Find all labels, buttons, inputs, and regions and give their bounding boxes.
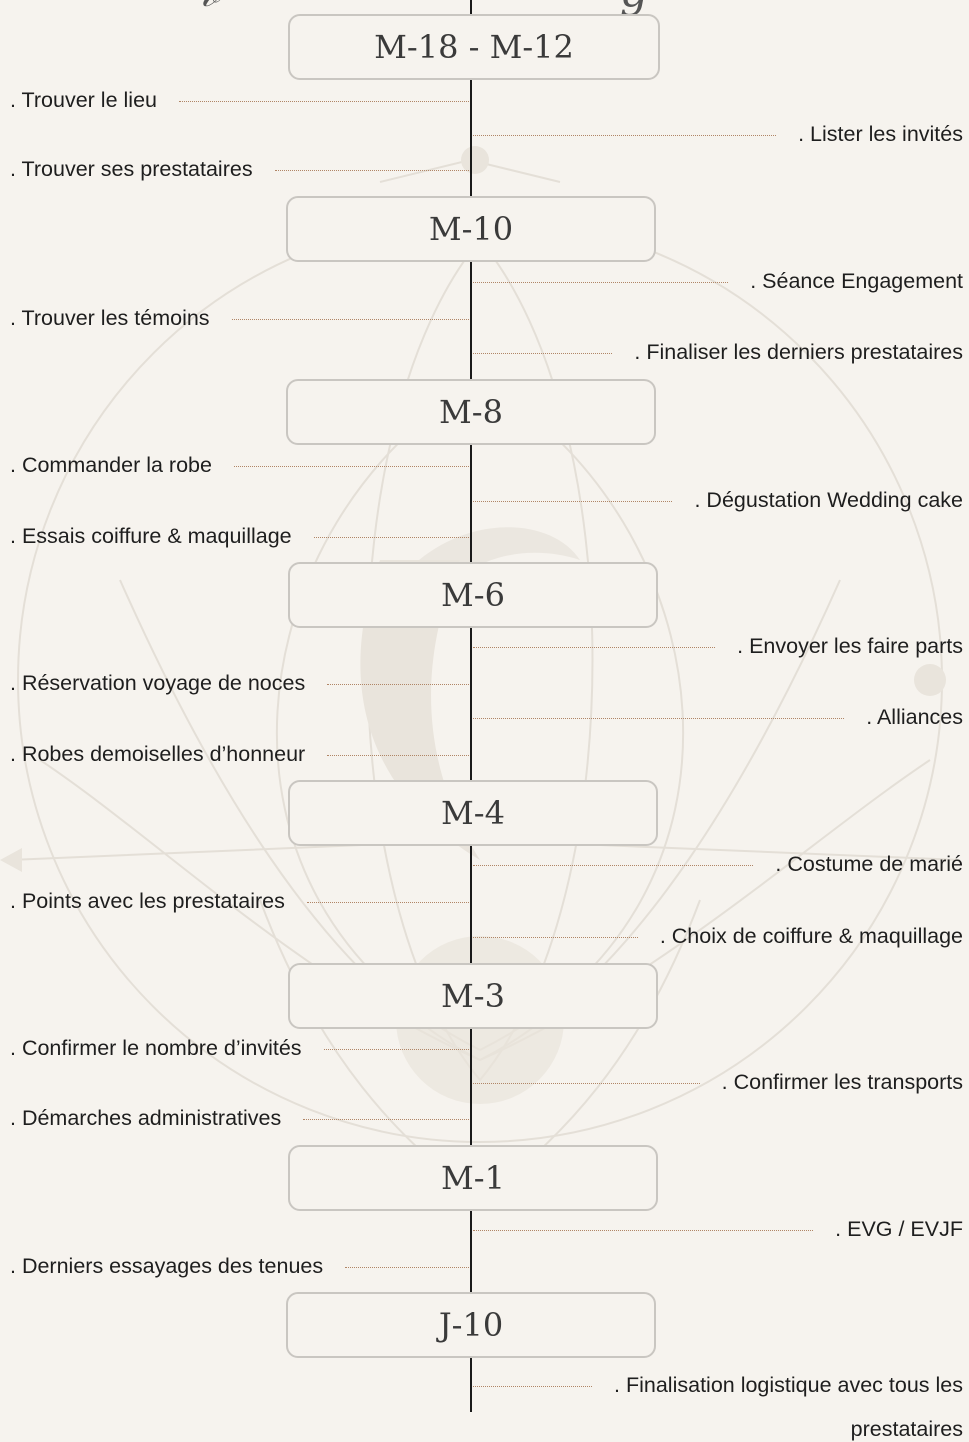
- phase-box: J-10: [286, 1292, 656, 1358]
- phase-box: M-6: [288, 562, 658, 628]
- task-item: . Lister les invités: [798, 122, 963, 146]
- task-item: . Points avec les prestataires: [10, 889, 285, 913]
- dotted-connector: [473, 282, 729, 283]
- dotted-connector: [473, 647, 716, 648]
- script-heading-fragment-2: 𝑔: [620, 0, 648, 17]
- dotted-connector: [178, 101, 469, 102]
- task-item: . Dégustation Wedding cake: [694, 488, 963, 512]
- dotted-connector: [473, 1083, 700, 1084]
- task-item: . Trouver ses prestataires: [10, 157, 253, 181]
- task-item: . Réservation voyage de noces: [10, 671, 306, 695]
- task-item: . Finalisation logistique avec tous les: [614, 1373, 963, 1397]
- phase-box: M-18 - M-12: [288, 14, 660, 80]
- dotted-connector: [231, 319, 469, 320]
- dotted-connector: [323, 1049, 469, 1050]
- task-item: . Costume de marié: [775, 852, 963, 876]
- dotted-connector: [327, 684, 469, 685]
- dotted-connector: [274, 170, 469, 171]
- dotted-connector: [473, 501, 673, 502]
- dotted-connector: [473, 353, 613, 354]
- task-item: . Séance Engagement: [750, 269, 963, 293]
- dotted-connector: [473, 937, 638, 938]
- dotted-connector: [473, 135, 777, 136]
- task-item: prestataires: [850, 1417, 963, 1441]
- task-item: . Confirmer les transports: [721, 1070, 963, 1094]
- task-item: . EVG / EVJF: [835, 1217, 963, 1241]
- phase-box: M-3: [288, 963, 658, 1029]
- dotted-connector: [345, 1267, 469, 1268]
- task-item: . Commander la robe: [10, 453, 212, 477]
- phase-box: M-4: [288, 780, 658, 846]
- dotted-connector: [233, 466, 469, 467]
- task-item: . Finaliser les derniers prestataires: [634, 340, 963, 364]
- timeline-spine: [470, 0, 472, 1412]
- task-item: . Alliances: [866, 705, 963, 729]
- dotted-connector: [473, 1230, 814, 1231]
- dotted-connector: [306, 902, 469, 903]
- phase-box: M-8: [286, 379, 656, 445]
- phase-box: M-10: [286, 196, 656, 262]
- script-heading-fragment: 𝒷: [200, 0, 219, 17]
- task-item: . Choix de coiffure & maquillage: [659, 924, 963, 948]
- task-item: . Confirmer le nombre d’invités: [10, 1036, 302, 1060]
- task-item: . Derniers essayages des tenues: [10, 1254, 324, 1278]
- dotted-connector: [473, 865, 754, 866]
- dotted-connector: [303, 1119, 469, 1120]
- task-item: . Essais coiffure & maquillage: [10, 524, 292, 548]
- phase-box: M-1: [288, 1145, 658, 1211]
- task-item: . Robes demoiselles d’honneur: [10, 742, 306, 766]
- task-item: . Démarches administratives: [10, 1106, 282, 1130]
- dotted-connector: [313, 537, 469, 538]
- dotted-connector: [473, 1386, 593, 1387]
- dotted-connector: [473, 718, 845, 719]
- dotted-connector: [327, 755, 469, 756]
- task-item: . Trouver les témoins: [10, 306, 210, 330]
- task-item: . Trouver le lieu: [10, 88, 157, 112]
- task-item: . Envoyer les faire parts: [737, 634, 963, 658]
